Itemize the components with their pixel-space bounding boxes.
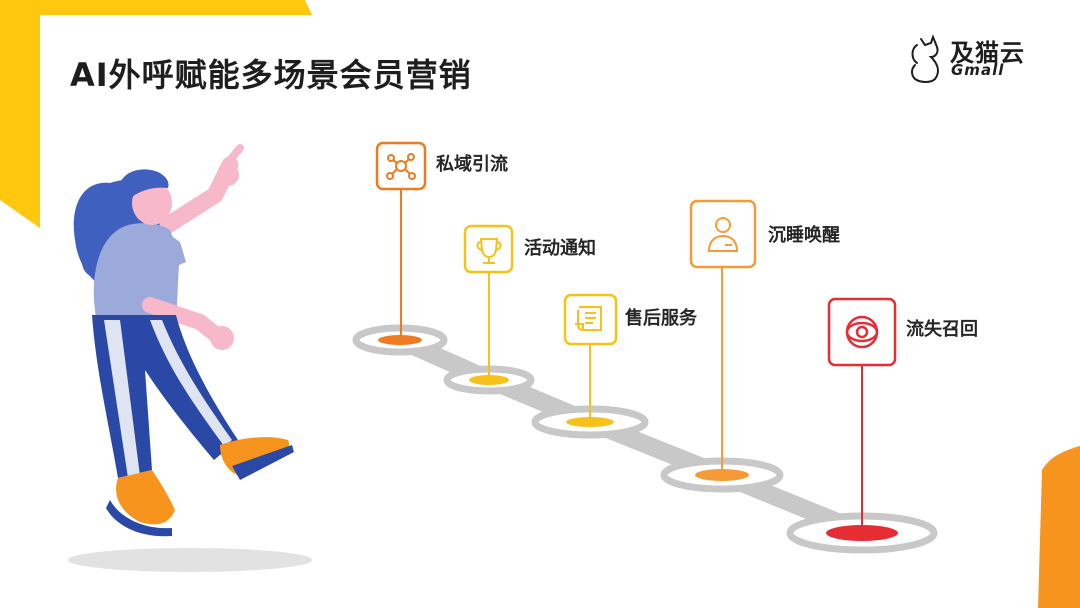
step-label-event-notice: 活动通知 <box>524 238 596 259</box>
scroll-icon <box>575 306 602 331</box>
trophy-icon <box>476 238 502 264</box>
user-icon <box>707 217 739 252</box>
brand-logo[interactable]: 及猫云 Gmall <box>903 33 1033 85</box>
person-shadow <box>68 548 312 572</box>
brand-name-en: Gmall <box>951 61 1005 79</box>
target-icon <box>845 315 879 349</box>
step-label-churn-recall: 流失召回 <box>906 319 978 340</box>
cat-logo-icon <box>911 34 939 83</box>
step-label-dormant-wakeup: 沉睡唤醒 <box>768 225 840 246</box>
step-marker-2 <box>443 224 535 395</box>
step-marker-3 <box>531 293 649 439</box>
brand-name-cn: 及猫云 <box>950 39 1025 67</box>
step-marker-5 <box>786 297 938 554</box>
step-marker-4 <box>660 199 784 493</box>
step-label-after-sales: 售后服务 <box>625 308 697 329</box>
orange-corner-shape <box>1038 446 1080 608</box>
yellow-corner-shape <box>0 0 312 228</box>
step-marker-1 <box>352 141 448 356</box>
page-title: AI外呼赋能多场景会员营销 <box>70 56 472 94</box>
step-label-private-traffic: 私域引流 <box>436 154 508 175</box>
network-icon <box>386 153 416 180</box>
